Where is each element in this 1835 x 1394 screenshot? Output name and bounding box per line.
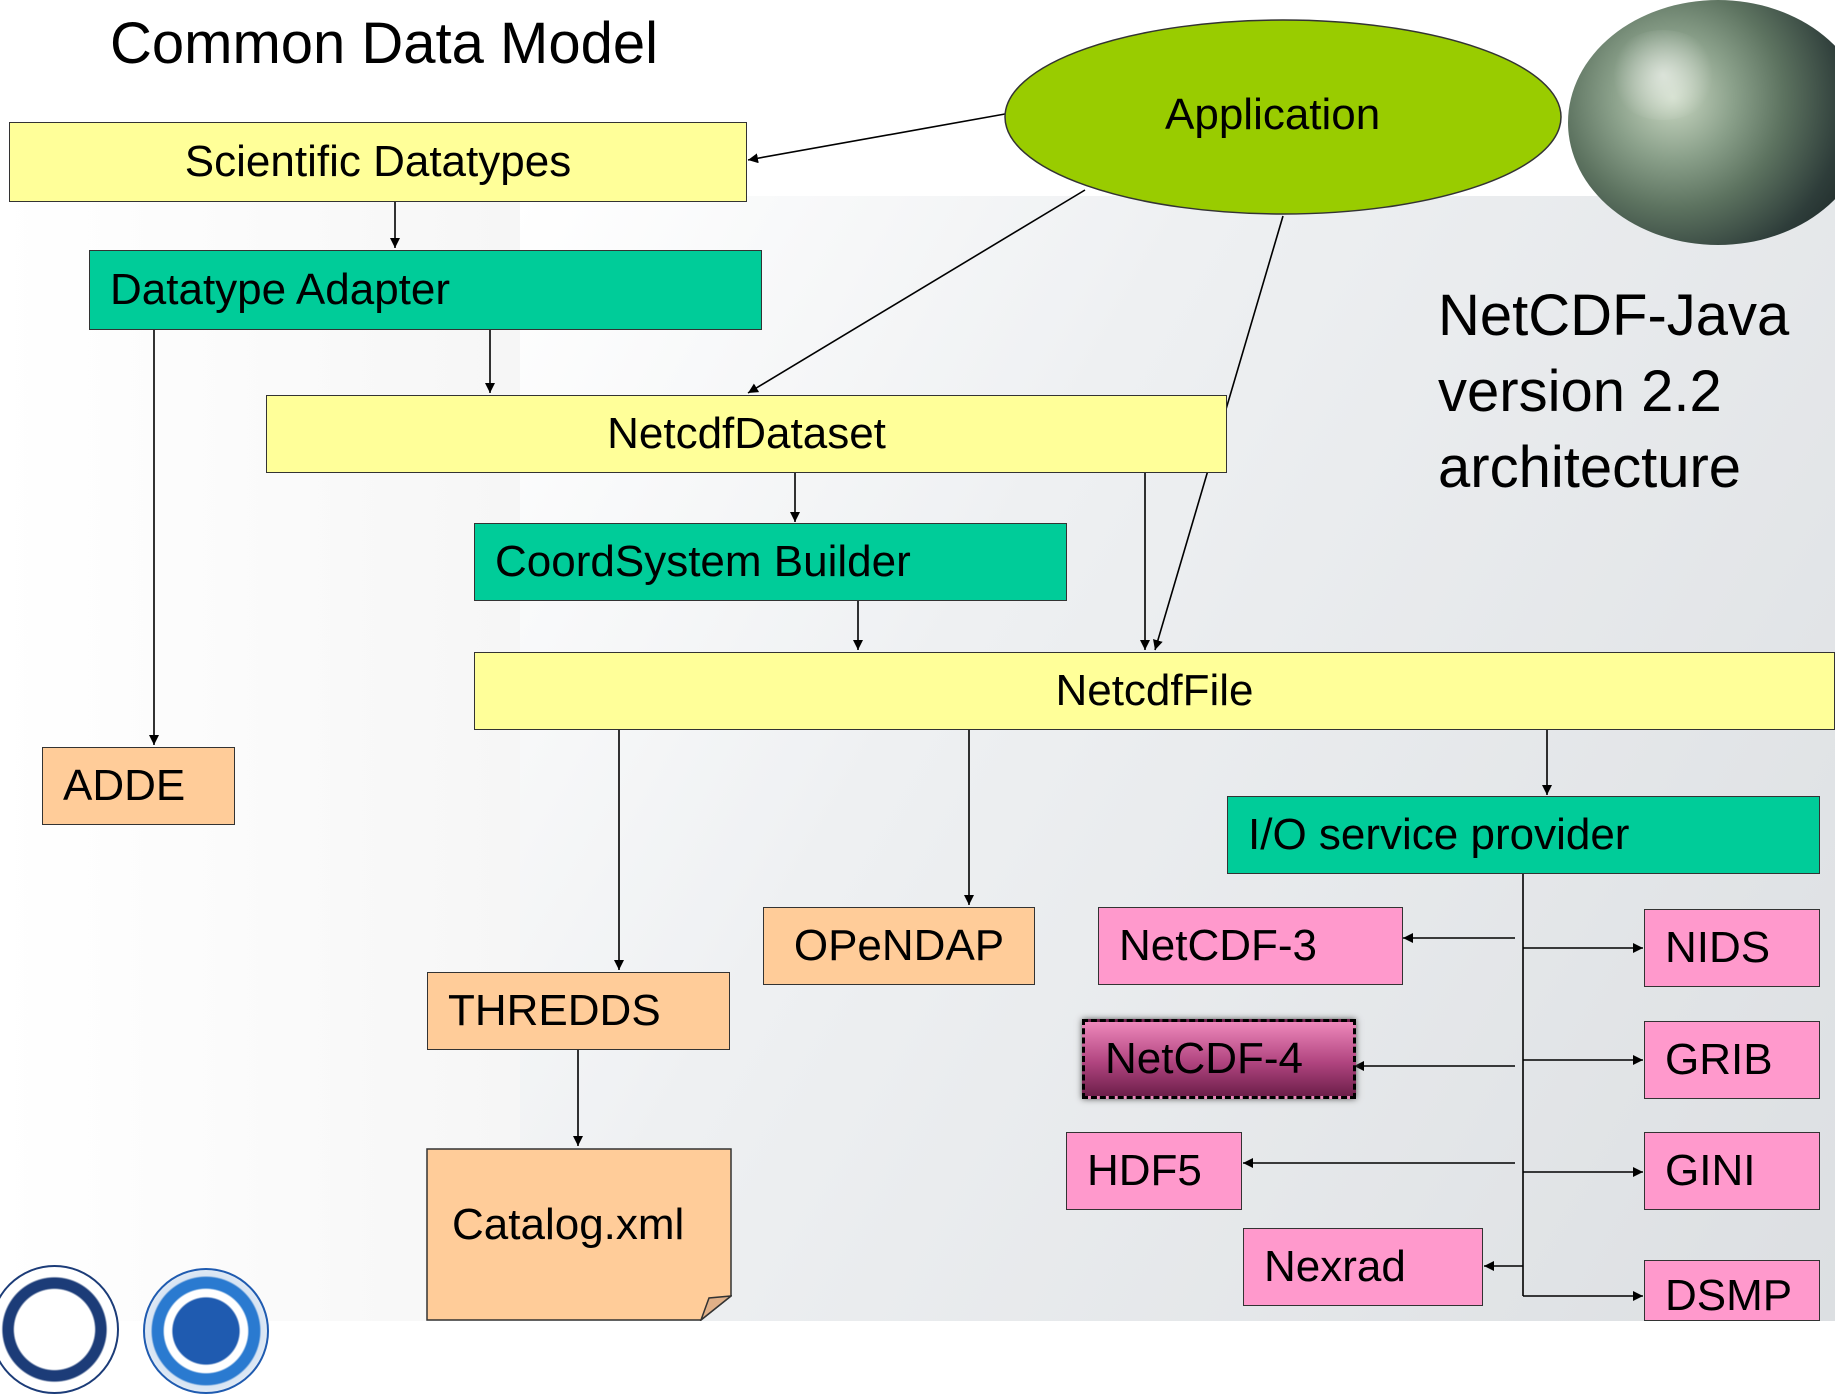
- thredds-box: THREDDS: [427, 972, 730, 1050]
- opendap-box: OPeNDAP: [763, 907, 1035, 985]
- datatype-adapter-box: Datatype Adapter: [89, 250, 762, 330]
- hdf5-box: HDF5: [1066, 1132, 1242, 1210]
- io-service-provider-box: I/O service provider: [1227, 796, 1820, 874]
- netcdf-dataset-box: NetcdfDataset: [266, 395, 1227, 473]
- catalog-xml-label: Catalog.xml: [452, 1200, 685, 1249]
- coord-system-builder-box: CoordSystem Builder: [474, 523, 1067, 601]
- doc-seal-logo: [0, 1265, 119, 1394]
- adde-box: ADDE: [42, 747, 235, 825]
- nids-box: NIDS: [1644, 909, 1820, 987]
- application-node: Application: [1003, 18, 1565, 223]
- caption-line-3: architecture: [1438, 435, 1742, 500]
- application-ellipse: [1004, 19, 1562, 215]
- noaa-logo: [143, 1268, 269, 1394]
- scientific-datatypes-box: Scientific Datatypes: [9, 122, 747, 202]
- grib-box: GRIB: [1644, 1021, 1820, 1099]
- netcdf4-box: NetCDF-4: [1082, 1019, 1356, 1099]
- dsmp-box: DSMP: [1644, 1260, 1820, 1321]
- application-label: Application: [1165, 90, 1381, 139]
- caption-line-2: version 2.2: [1438, 359, 1722, 424]
- diagram-title: Common Data Model: [110, 11, 658, 76]
- catalog-xml-document: Catalog.xml: [426, 1148, 732, 1321]
- netcdf3-box: NetCDF-3: [1098, 907, 1403, 985]
- gini-box: GINI: [1644, 1132, 1820, 1210]
- netcdf-file-box: NetcdfFile: [474, 652, 1835, 730]
- document-shape: [426, 1148, 732, 1321]
- caption-line-1: NetCDF-Java: [1438, 283, 1790, 348]
- globe-image: [1568, 0, 1835, 245]
- nexrad-box: Nexrad: [1243, 1228, 1483, 1306]
